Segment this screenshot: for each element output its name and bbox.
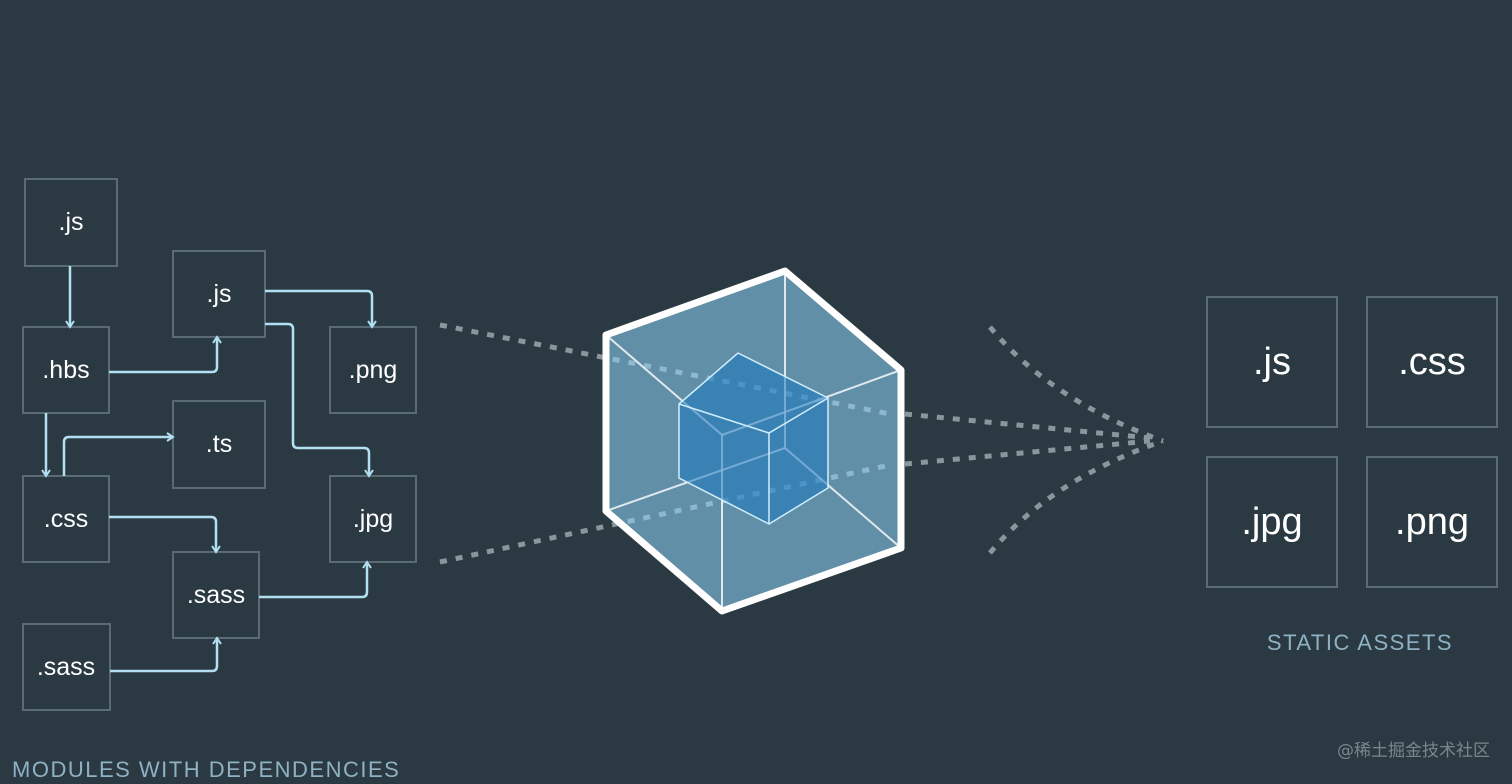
module-png-label: .png xyxy=(349,356,398,384)
asset-css-label: .css xyxy=(1398,341,1466,383)
flow-line-out-mid-bottom xyxy=(904,438,1151,467)
module-sass-2-label: .sass xyxy=(187,581,245,609)
asset-png-label: .png xyxy=(1395,501,1469,543)
modules-caption: MODULES WITH DEPENDENCIES xyxy=(12,757,400,782)
flow-line-out-mid-top xyxy=(904,411,1151,441)
flow-line-out-bottom xyxy=(988,438,1164,555)
module-sass-1-label: .sass xyxy=(37,653,95,681)
module-png: .png xyxy=(329,326,417,414)
module-hbs: .hbs xyxy=(22,326,110,414)
asset-css: .css xyxy=(1366,296,1498,428)
flow-line-out-top xyxy=(988,325,1164,444)
module-css: .css xyxy=(22,475,110,563)
asset-js-label: .js xyxy=(1253,341,1291,383)
arrow-css-to-sass xyxy=(109,515,221,554)
asset-png: .png xyxy=(1366,456,1498,588)
static-assets-caption: STATIC ASSETS xyxy=(1267,630,1453,655)
arrow-sass-to-jpg xyxy=(259,560,372,599)
module-css-label: .css xyxy=(44,505,88,533)
arrow-sass1-to-sass2 xyxy=(110,636,222,673)
cube-icon xyxy=(602,267,905,615)
arrow-js-to-png xyxy=(265,289,377,329)
watermark: @稀土掘金技术社区 xyxy=(1337,741,1490,761)
asset-js: .js xyxy=(1206,296,1338,428)
module-js-1: .js xyxy=(24,178,118,267)
asset-jpg-label: .jpg xyxy=(1241,501,1302,543)
module-js-2: .js xyxy=(172,250,266,338)
module-jpg: .jpg xyxy=(329,475,417,563)
module-jpg-label: .jpg xyxy=(353,505,393,533)
arrow-css-to-ts xyxy=(62,432,175,476)
module-ts-label: .ts xyxy=(206,430,232,458)
arrow-hbs-to-js xyxy=(109,335,222,374)
arrow-js-to-jpg xyxy=(265,322,374,478)
module-sass-1: .sass xyxy=(22,623,111,711)
module-ts: .ts xyxy=(172,400,266,489)
module-sass-2: .sass xyxy=(172,551,260,639)
module-hbs-label: .hbs xyxy=(42,356,89,384)
asset-jpg: .jpg xyxy=(1206,456,1338,588)
module-js-1-label: .js xyxy=(59,208,84,236)
module-js-2-label: .js xyxy=(207,280,232,308)
